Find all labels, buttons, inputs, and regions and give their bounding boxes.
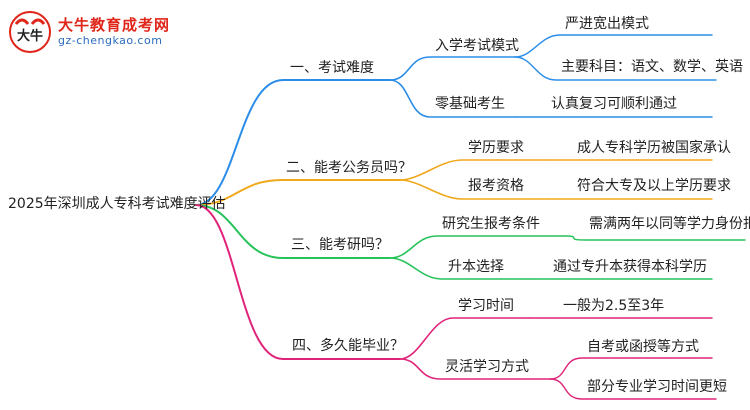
branch-1-to-child-1-line (389, 56, 516, 81)
branch-3-child-2: 升本选择 (448, 259, 504, 275)
branch-4-to-child-2-line (399, 358, 551, 380)
root-to-branch-1-line (195, 79, 391, 206)
branch-3-to-child-2-line (389, 257, 529, 280)
branch-3-child-1-leaf-1: 需满两年以同等学力身份报考 (589, 216, 750, 232)
branch-4-child-2-to-leaf-2-line (549, 378, 717, 400)
branch-4-child-2-leaf-1: 自考或函授等方式 (587, 339, 699, 355)
branch-2-to-child-1-line (399, 159, 549, 181)
root-to-branch-2-line (195, 179, 401, 206)
branch-4-child-2-leaf-2: 部分专业学习时间更短 (587, 379, 727, 395)
branch-4-child-1: 学习时间 (458, 298, 514, 314)
branch-1-child-1-to-leaf-2-line (514, 56, 717, 81)
branch-4-child-2-to-leaf-1-line (549, 357, 713, 380)
branch-3-child-2-leaf-1: 通过专升本获得本科学历 (553, 259, 707, 275)
branch-1-child-1-leaf-2: 主要科目：语文、数学、英语 (561, 59, 743, 75)
bull-logo-icon: 大牛 (9, 11, 51, 53)
branch-1-child-1-leaf-1: 严进宽出模式 (565, 16, 649, 32)
branch-1-to-child-2-line (389, 79, 516, 118)
branch-4-label: 四、多久能毕业？ (292, 338, 404, 354)
site-logo: 大牛 大牛教育成考网 gz-chengkao.com (8, 10, 178, 54)
branch-1-label: 一、考试难度 (290, 60, 374, 76)
branch-3-label: 三、能考研吗？ (291, 237, 389, 253)
branch-1-child-1: 入学考试模式 (435, 38, 519, 54)
branch-2-child-2-leaf-1: 符合大专及以上学历要求 (577, 178, 731, 194)
brand-name: 大牛教育成考网 (58, 16, 171, 34)
branch-3-to-child-1-line (389, 235, 566, 259)
branch-1-child-2: 零基础考生 (435, 96, 505, 112)
root-to-branch-4-line (195, 204, 401, 360)
branch-1-child-2-leaf-1: 认真复习可顺利通过 (551, 96, 677, 112)
logo-mark-text: 大牛 (17, 28, 43, 44)
branch-2-to-child-2-line (399, 179, 549, 200)
branch-2-child-1-leaf-1: 成人专科学历被国家承认 (577, 140, 731, 156)
branch-3-child-1-to-leaf-1-line (564, 235, 746, 241)
branch-1-child-1-to-leaf-1-line (514, 34, 713, 58)
branch-2-child-1: 学历要求 (468, 140, 524, 156)
root-topic: 2025年深圳成人专科考试难度评估 (8, 196, 226, 212)
branch-4-child-1-leaf-1: 一般为2.5至3年 (563, 298, 665, 314)
branch-2-child-2: 报考资格 (468, 178, 524, 194)
branch-2-label: 二、能考公务员吗？ (286, 160, 412, 176)
root-to-branch-3-line (195, 204, 391, 259)
branch-3-child-1: 研究生报考条件 (442, 216, 540, 232)
branch-4-to-child-1-line (399, 317, 531, 360)
site-url: gz-chengkao.com (58, 34, 163, 47)
branch-4-child-2: 灵活学习方式 (445, 359, 529, 375)
